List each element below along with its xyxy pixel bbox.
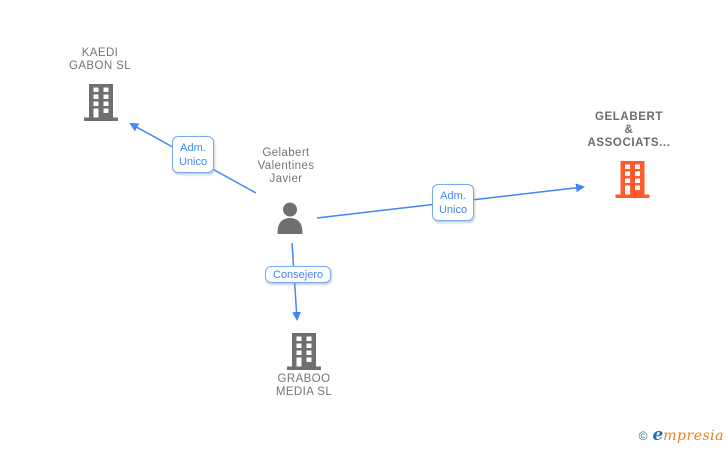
node-person-gelabert-valentines[interactable]: [276, 202, 304, 234]
copyright-icon: ©: [638, 429, 648, 443]
person-icon: [277, 202, 303, 234]
edge-label-adm-unico-right: Adm. Unico: [432, 184, 474, 221]
logo-wordmark: mpresia: [663, 428, 724, 444]
company-label-gelabert-associats: GELABERT & ASSOCIATS...: [587, 111, 671, 149]
building-icon: [287, 333, 321, 370]
building-icon: [84, 84, 118, 121]
node-kaedi-gabon[interactable]: [84, 84, 118, 121]
node-graboo-media[interactable]: [287, 333, 321, 370]
edge-label-consejero: Consejero: [265, 266, 332, 283]
edge-label-adm-unico-left: Adm. Unico: [172, 136, 214, 173]
node-gelabert-associats[interactable]: [615, 161, 650, 198]
person-label: Gelabert Valentines Javier: [257, 147, 315, 185]
empresia-logo[interactable]: © e mpresia: [639, 425, 724, 445]
logo-letter-e: e: [652, 425, 664, 445]
company-label-kaedi: KAEDI GABON SL: [69, 47, 131, 72]
building-icon: [615, 161, 650, 198]
company-label-graboo: GRABOO MEDIA SL: [275, 373, 333, 398]
